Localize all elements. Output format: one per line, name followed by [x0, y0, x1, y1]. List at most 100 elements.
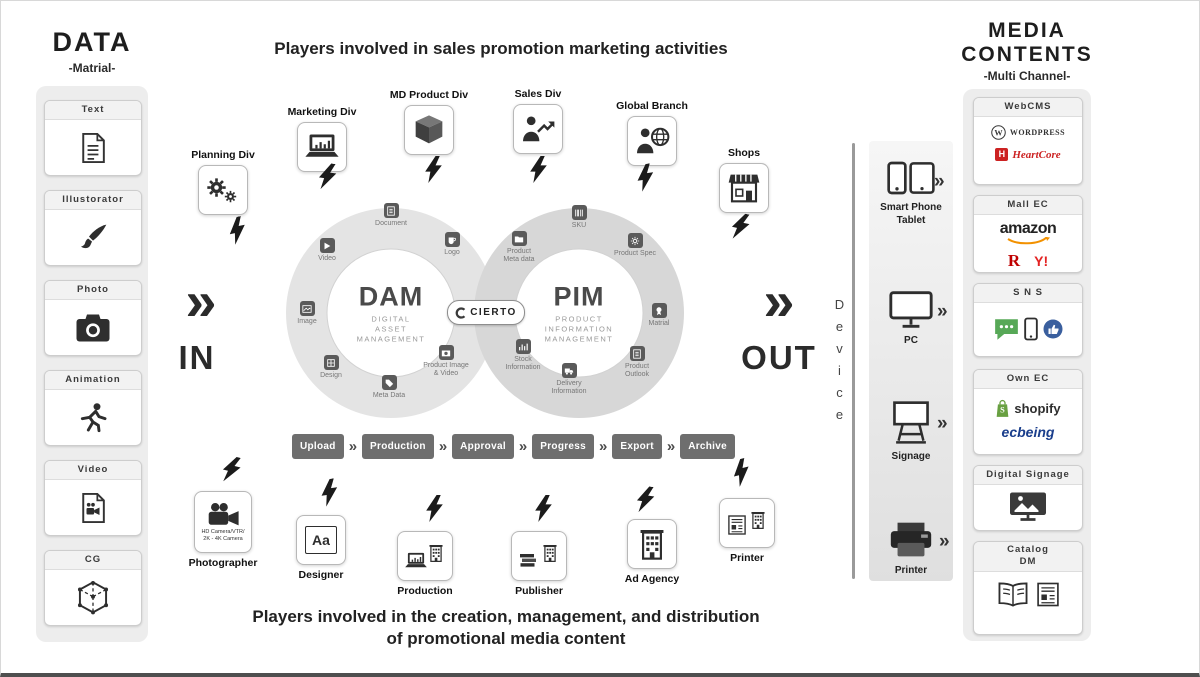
flyer-icon [1037, 582, 1059, 607]
workflow-approval-button[interactable]: Approval [452, 434, 514, 459]
device-strip [869, 141, 953, 581]
player-printer: Printer [692, 498, 802, 564]
signage-display-icon [1008, 491, 1048, 524]
media-panel-subtitle: -Multi Channel- [983, 69, 1071, 83]
chevron-right-icon: » [599, 438, 608, 455]
play-icon [319, 238, 335, 253]
document-icon [629, 346, 645, 361]
workflow-upload-button[interactable]: Upload [292, 434, 344, 459]
ecbeing-label: ecbeing [1001, 424, 1055, 440]
cierto-mark-icon [455, 306, 466, 319]
data-card-label: Text [45, 101, 141, 120]
heartcore-icon: H [995, 148, 1009, 161]
chevron-right-icon: » [937, 413, 948, 434]
pim-item: Stock Information [496, 339, 550, 372]
data-card-label: Photo [45, 281, 141, 300]
lightning-bolt-icon [635, 163, 656, 192]
barcode-icon [571, 205, 587, 220]
lightning-bolt-icon [729, 212, 751, 242]
workflow-production-button[interactable]: Production [362, 434, 434, 459]
player-sales-div: Sales Div [483, 88, 593, 154]
pim-item: Product Spec [608, 233, 662, 258]
tag-icon [381, 375, 397, 390]
heartcore-label: HeartCore [1012, 148, 1061, 161]
lightning-bolt-icon [426, 495, 443, 522]
grid-icon [323, 355, 339, 370]
camera-icon [75, 313, 111, 343]
lightning-bolt-icon [425, 156, 442, 183]
pim-item: Matrial [632, 303, 686, 328]
gear-icon [627, 233, 643, 248]
bottom-section-title-line2: of promotional media content [386, 629, 626, 648]
dam-item: Design [304, 355, 358, 380]
data-card-label: Video [45, 461, 141, 480]
dam-title: DAM [358, 281, 424, 312]
dam-item: Meta Data [362, 375, 416, 400]
gears-icon [206, 177, 237, 203]
lightning-bolt-icon [730, 457, 753, 487]
document-icon [383, 203, 399, 218]
player-designer: Aa Designer [266, 515, 376, 581]
chevron-right-icon: » [518, 438, 528, 455]
chevron-right-icon: » [939, 531, 950, 552]
player-photographer: HD Camera/VTR/ 2K - 4K Camera Photograph… [168, 491, 278, 569]
channel-card-own-ec: Own EC shopify ecbeing [973, 369, 1083, 455]
media-panel-title-line2: CONTENTS [961, 43, 1093, 66]
laptop-chart-icon [304, 133, 340, 161]
shopify-bag-icon [995, 399, 1010, 418]
player-global-branch: Global Branch [597, 100, 707, 166]
chart-icon [515, 339, 531, 354]
dam-item: Image [280, 301, 334, 326]
player-ad-agency: Ad Agency [597, 519, 707, 585]
pim-item: SKU [552, 205, 606, 230]
person-chart-icon [520, 114, 556, 144]
paint-brush-icon [77, 222, 109, 254]
data-panel-subtitle: -Matrial- [68, 61, 116, 75]
device-printer: Printer [869, 521, 953, 577]
data-card-label: CG [45, 551, 141, 570]
data-card-video: Video [44, 460, 142, 536]
lightning-bolt-icon [317, 162, 338, 191]
device-pc: PC [869, 291, 953, 347]
player-marketing-div: Marketing Div [267, 106, 377, 172]
wireframe-cube-icon [77, 581, 109, 615]
channel-card-mall-ec: Mall EC amazon R Y! [973, 195, 1083, 273]
chevron-right-icon: » [666, 438, 676, 455]
device-signage: Signage [869, 401, 953, 463]
player-planning-div: Planning Div [168, 149, 278, 215]
amazon-smile-icon [1007, 237, 1050, 245]
amazon-label: amazon [999, 220, 1057, 237]
workflow-archive-button[interactable]: Archive [680, 434, 735, 459]
storefront-icon [728, 173, 760, 203]
device-bracket [852, 143, 855, 579]
top-section-title: Players involved in sales promotion mark… [274, 39, 728, 58]
printer-building-icon [728, 511, 766, 535]
lightning-bolt-icon [220, 454, 243, 484]
dam-item: Video [300, 238, 354, 263]
medal-icon [651, 303, 667, 318]
workflow-progress-button[interactable]: Progress [532, 434, 595, 459]
pim-item: Delivery Information [542, 363, 596, 396]
out-chevron-icon: » [763, 269, 795, 332]
channel-card-digital-signage: Digital Signage [973, 465, 1083, 531]
channel-card-sns: S N S [973, 283, 1083, 357]
chevron-right-icon: » [937, 301, 948, 322]
chevron-right-icon: » [348, 438, 358, 455]
pim-title: PIM [553, 281, 605, 312]
thumbs-up-icon [1043, 319, 1063, 339]
in-chevron-icon: » [185, 269, 217, 332]
channel-card-catalog-dm: Catalog DM [973, 541, 1083, 635]
channel-card-webcms: WebCMS WordPress H HeartCore [973, 97, 1083, 185]
media-panel-title-line1: MEDIA [988, 19, 1066, 42]
player-shops: Shops [689, 147, 799, 213]
data-card-illustrator: Illustorator [44, 190, 142, 266]
data-panel [36, 86, 148, 642]
chevron-right-icon: » [438, 438, 448, 455]
typography-icon: Aa [305, 526, 337, 554]
books-building-icon [520, 544, 558, 567]
workflow-export-button[interactable]: Export [612, 434, 662, 459]
lightning-bolt-icon [530, 156, 547, 183]
photo-icon [438, 345, 454, 360]
text-document-icon [80, 132, 106, 164]
